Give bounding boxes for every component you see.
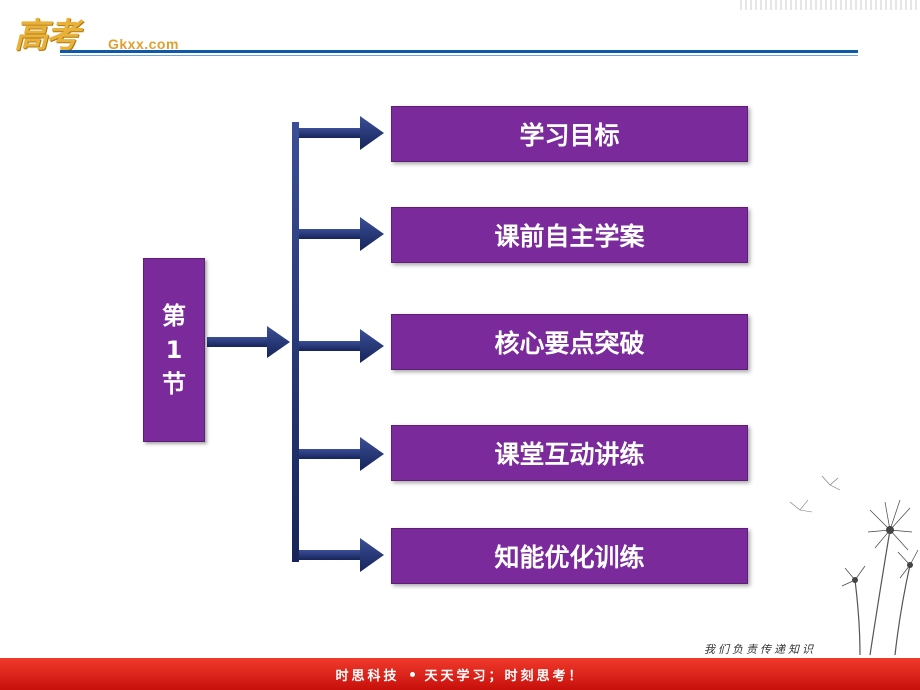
section-arrow <box>207 326 290 358</box>
logo-domain: Gkxx.com <box>108 36 179 52</box>
section-label-box: 第 1 节 <box>143 258 205 442</box>
branch-arrow <box>299 538 384 572</box>
branch-arrow <box>299 217 384 251</box>
header-rule <box>60 50 858 53</box>
site-logo[interactable]: 高考 Gkxx.com <box>14 8 204 56</box>
dandelion-decoration <box>789 475 919 656</box>
menu-item-learning-goals[interactable]: 学习目标 <box>391 106 748 162</box>
menu-item-practice[interactable]: 知能优化训练 <box>391 528 748 584</box>
tree-trunk <box>292 122 299 562</box>
footer-bar: 时思科技 天天学习；时刻思考！ <box>0 658 920 690</box>
menu-item-preview[interactable]: 课前自主学案 <box>391 207 748 263</box>
menu-item-classroom[interactable]: 课堂互动讲练 <box>391 425 748 481</box>
section-char: 1 <box>165 336 183 364</box>
section-char: 节 <box>162 370 186 398</box>
footer-brand: 时思科技 <box>335 668 400 684</box>
header-decoration <box>740 0 920 10</box>
menu-item-key-points[interactable]: 核心要点突破 <box>391 314 748 370</box>
section-char: 第 <box>162 302 186 330</box>
logo-text: 高考 <box>14 16 80 56</box>
branch-arrow <box>299 329 384 363</box>
header-rule-thin <box>60 55 858 56</box>
footer-motto: 天天学习；时刻思考！ <box>424 668 585 684</box>
branch-arrow <box>299 116 384 150</box>
footer-dot <box>409 671 415 677</box>
branch-arrow <box>299 437 384 471</box>
slogan-text: 我们负责传递知识 <box>704 643 816 656</box>
